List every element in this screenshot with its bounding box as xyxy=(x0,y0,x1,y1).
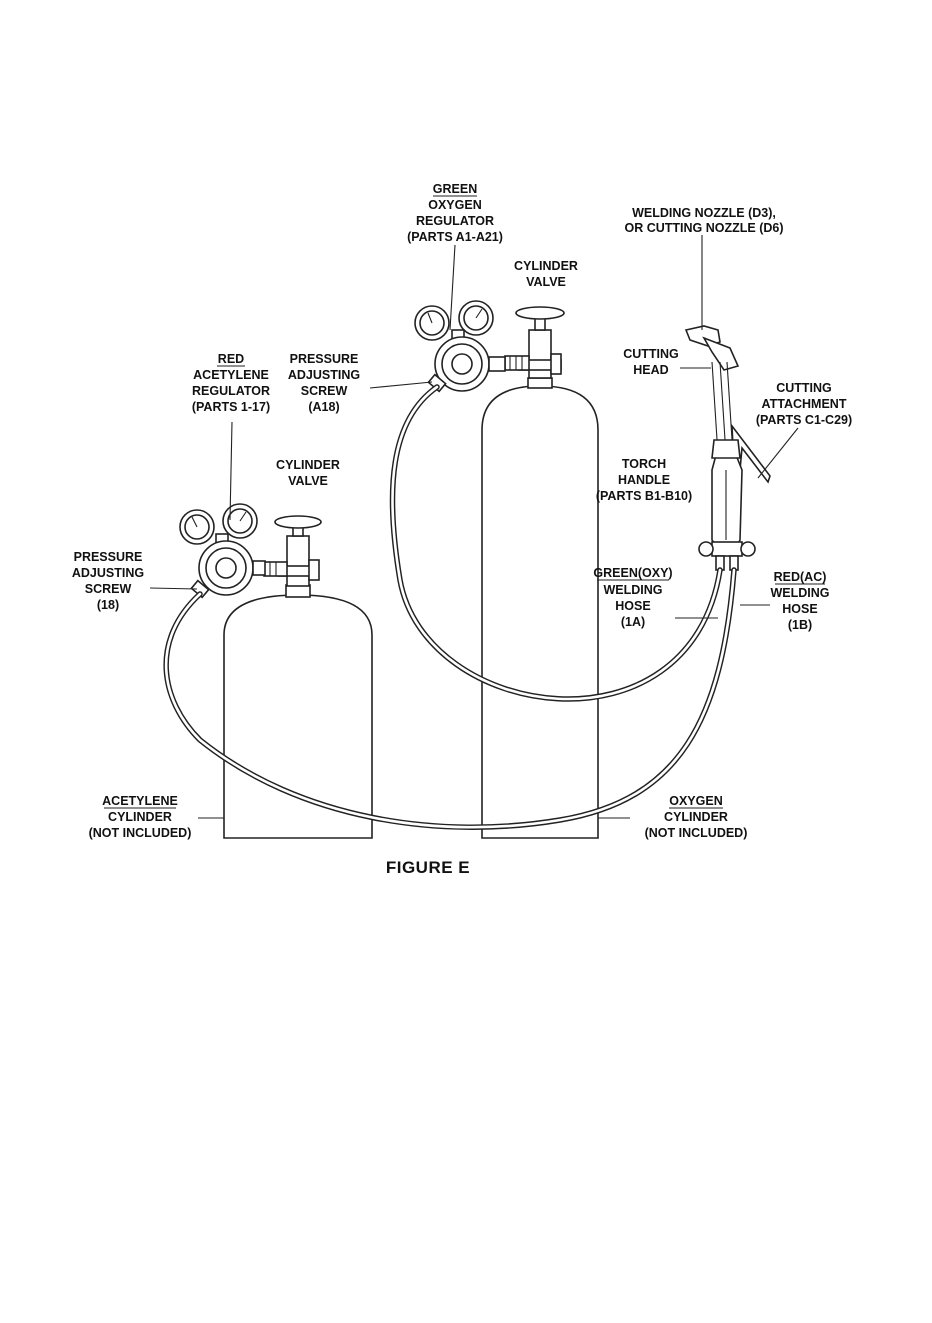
svg-text:REGULATOR: REGULATOR xyxy=(416,214,494,228)
svg-text:WELDING: WELDING xyxy=(603,583,662,597)
svg-text:PRESSURE: PRESSURE xyxy=(74,550,143,564)
svg-text:VALVE: VALVE xyxy=(288,474,328,488)
svg-text:TORCH: TORCH xyxy=(622,457,666,471)
label-acetylene-pressure-screw: PRESSURE ADJUSTING SCREW (18) xyxy=(72,550,144,612)
svg-text:CYLINDER: CYLINDER xyxy=(664,810,728,824)
svg-text:GREEN: GREEN xyxy=(433,182,477,196)
label-green-oxy-hose: GREEN(OXY) WELDING HOSE (1A) xyxy=(593,566,672,629)
label-torch-handle: TORCH HANDLE (PARTS B1-B10) xyxy=(596,457,692,503)
svg-text:OR CUTTING NOZZLE (D6): OR CUTTING NOZZLE (D6) xyxy=(624,221,783,235)
svg-text:HANDLE: HANDLE xyxy=(618,473,670,487)
svg-text:(PARTS B1-B10): (PARTS B1-B10) xyxy=(596,489,692,503)
label-oxygen-cylinder-valve: CYLINDER VALVE xyxy=(514,259,578,289)
svg-text:HEAD: HEAD xyxy=(633,363,668,377)
figure-caption: FIGURE E xyxy=(386,858,470,877)
label-oxygen-cylinder: OXYGEN CYLINDER (NOT INCLUDED) xyxy=(645,794,748,840)
svg-text:ADJUSTING: ADJUSTING xyxy=(288,368,360,382)
cutting-torch xyxy=(684,325,771,571)
label-oxygen-pressure-screw: PRESSURE ADJUSTING SCREW (A18) xyxy=(288,352,360,414)
oxygen-cylinder xyxy=(481,377,599,839)
label-cutting-head: CUTTING HEAD xyxy=(623,347,679,377)
svg-text:REGULATOR: REGULATOR xyxy=(192,384,270,398)
svg-text:(18): (18) xyxy=(97,598,119,612)
svg-text:HOSE: HOSE xyxy=(782,602,817,616)
svg-text:CYLINDER: CYLINDER xyxy=(514,259,578,273)
svg-text:ATTACHMENT: ATTACHMENT xyxy=(762,397,847,411)
svg-text:OXYGEN: OXYGEN xyxy=(428,198,482,212)
svg-text:CUTTING: CUTTING xyxy=(623,347,679,361)
svg-text:CYLINDER: CYLINDER xyxy=(108,810,172,824)
label-cutting-attachment: CUTTING ATTACHMENT (PARTS C1-C29) xyxy=(756,381,852,427)
svg-text:(NOT INCLUDED): (NOT INCLUDED) xyxy=(89,826,192,840)
svg-text:SCREW: SCREW xyxy=(85,582,132,596)
svg-text:ACETYLENE: ACETYLENE xyxy=(193,368,269,382)
svg-text:RED: RED xyxy=(218,352,244,366)
label-acetylene-cylinder-valve: CYLINDER VALVE xyxy=(276,458,340,488)
svg-text:(1A): (1A) xyxy=(621,615,645,629)
svg-text:WELDING NOZZLE (D3),: WELDING NOZZLE (D3), xyxy=(632,206,776,220)
label-green-oxygen-regulator: GREEN OXYGEN REGULATOR (PARTS A1-A21) xyxy=(407,182,503,244)
svg-text:VALVE: VALVE xyxy=(526,275,566,289)
oxygen-cylinder-valve xyxy=(504,306,565,379)
svg-text:ADJUSTING: ADJUSTING xyxy=(72,566,144,580)
svg-text:HOSE: HOSE xyxy=(615,599,650,613)
green-oxy-welding-hose xyxy=(389,384,723,702)
svg-text:CYLINDER: CYLINDER xyxy=(276,458,340,472)
svg-text:(NOT INCLUDED): (NOT INCLUDED) xyxy=(645,826,748,840)
oxygen-regulator xyxy=(414,300,506,393)
acetylene-cylinder-valve xyxy=(263,515,322,587)
svg-text:WELDING: WELDING xyxy=(770,586,829,600)
svg-text:(PARTS C1-C29): (PARTS C1-C29) xyxy=(756,413,852,427)
svg-text:SCREW: SCREW xyxy=(301,384,348,398)
label-welding-nozzle: WELDING NOZZLE (D3), OR CUTTING NOZZLE (… xyxy=(624,206,783,235)
svg-text:RED(AC): RED(AC) xyxy=(774,570,827,584)
svg-text:PRESSURE: PRESSURE xyxy=(290,352,359,366)
leader-lines xyxy=(149,235,799,819)
label-red-ac-hose: RED(AC) WELDING HOSE (1B) xyxy=(770,570,829,632)
acetylene-cylinder xyxy=(223,584,373,839)
red-ac-welding-hose xyxy=(163,567,737,830)
label-red-acetylene-regulator: RED ACETYLENE REGULATOR (PARTS 1-17) xyxy=(192,352,270,414)
svg-text:(1B): (1B) xyxy=(788,618,812,632)
svg-text:CUTTING: CUTTING xyxy=(776,381,832,395)
svg-text:GREEN(OXY): GREEN(OXY) xyxy=(593,566,672,580)
svg-text:(PARTS A1-A21): (PARTS A1-A21) xyxy=(407,230,503,244)
svg-text:(PARTS 1-17): (PARTS 1-17) xyxy=(192,400,270,414)
label-acetylene-cylinder: ACETYLENE CYLINDER (NOT INCLUDED) xyxy=(89,794,192,840)
svg-text:ACETYLENE: ACETYLENE xyxy=(102,794,178,808)
svg-text:OXYGEN: OXYGEN xyxy=(669,794,723,808)
acetylene-regulator xyxy=(179,503,266,599)
svg-text:(A18): (A18) xyxy=(308,400,339,414)
